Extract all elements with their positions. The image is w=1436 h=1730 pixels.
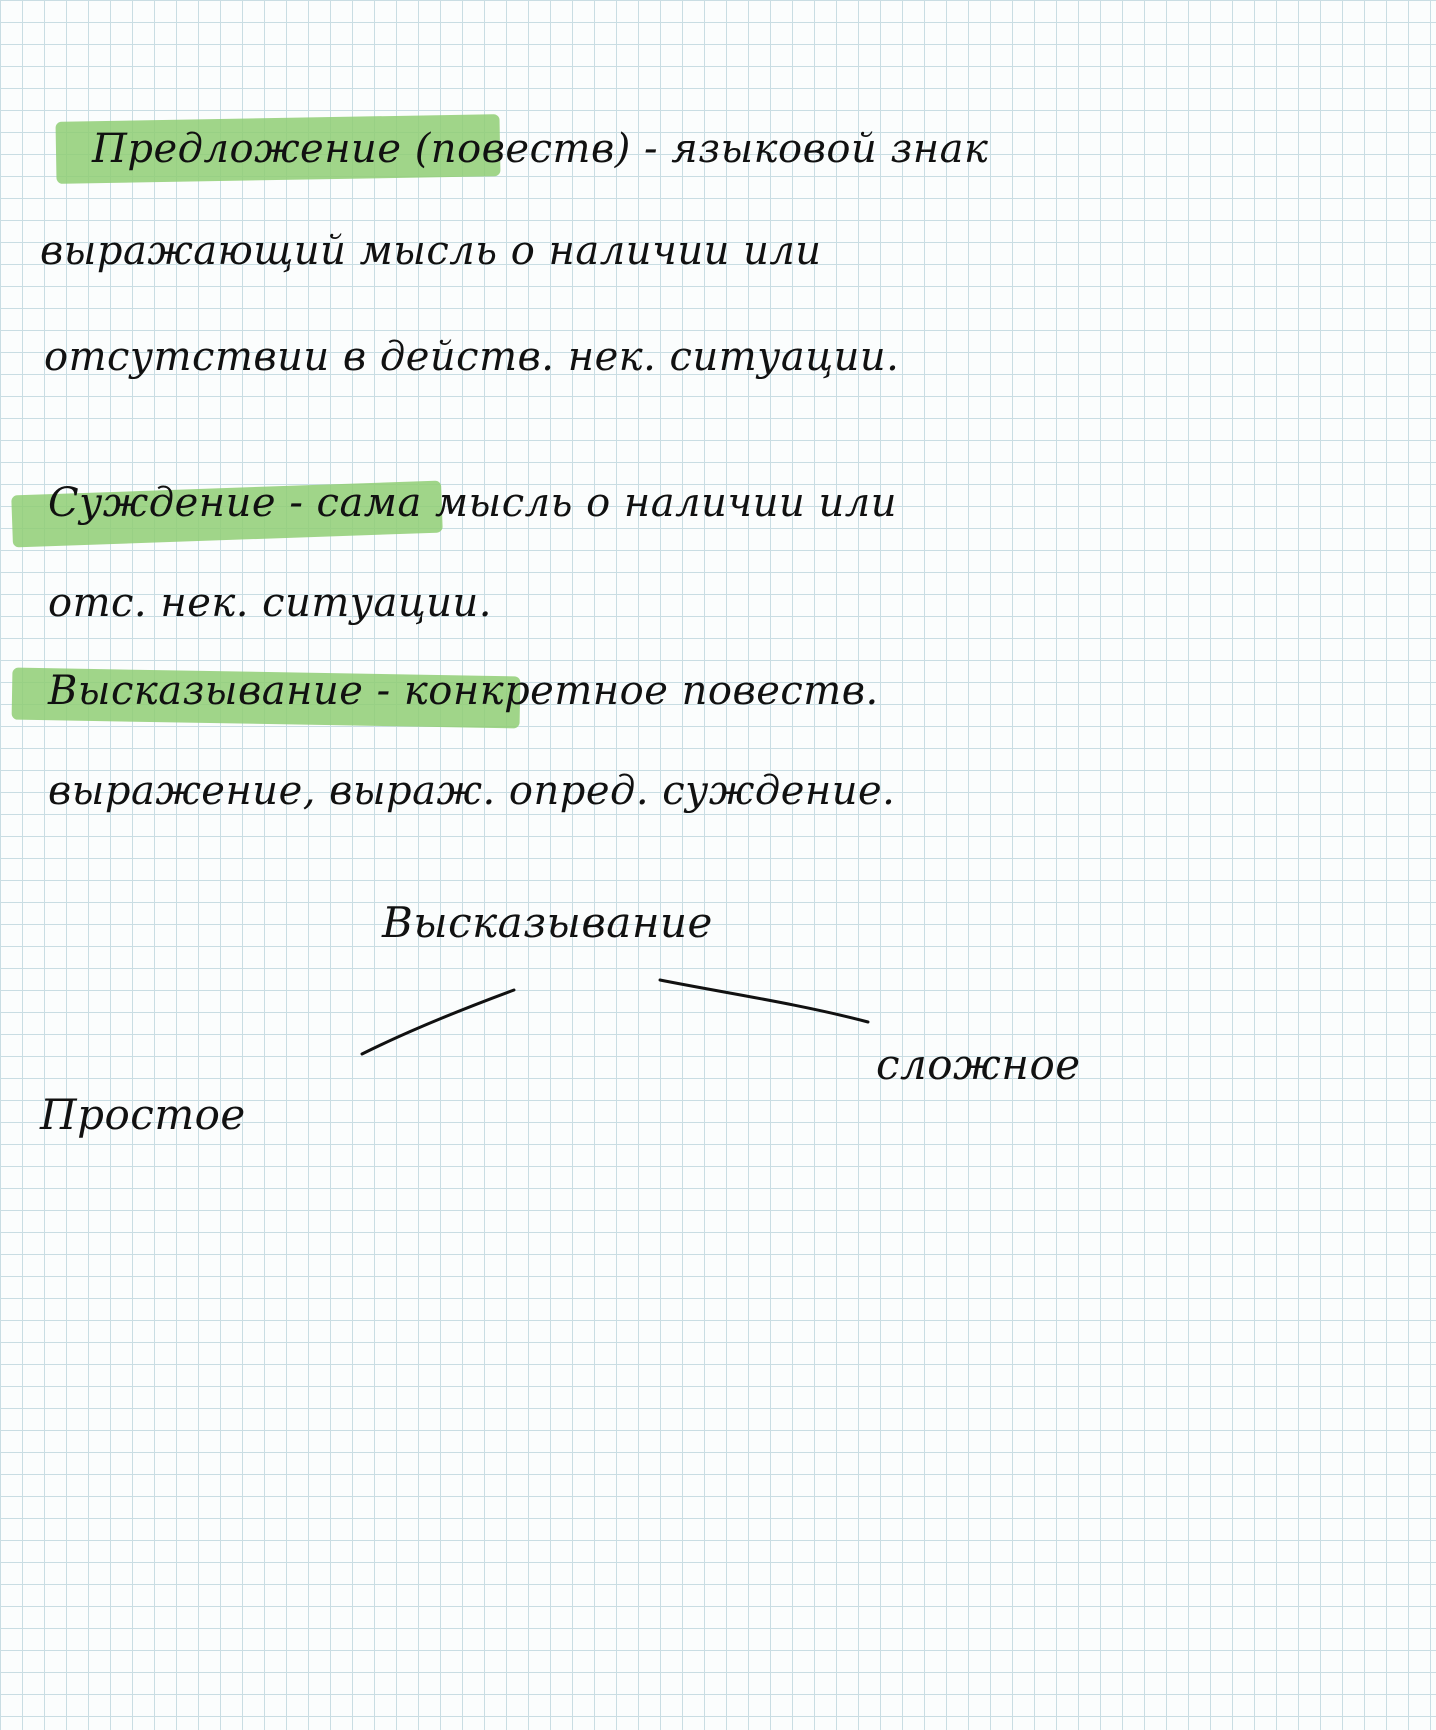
definition-line: выражение, выраж. опред. суждение. (48, 768, 896, 814)
definition-line: выражающий мысль о наличии или (40, 228, 822, 274)
definition-line: отс. нек. ситуации. (48, 580, 492, 626)
definition-line: отсутствии в действ. нек. ситуации. (44, 334, 900, 380)
note-line-5: отс. нек. ситуации. (48, 580, 492, 626)
definition-line: - сама мысль о наличии или (289, 480, 897, 526)
diagram-left-label: Простое (40, 1090, 246, 1139)
note-line-3: отсутствии в действ. нек. ситуации. (44, 334, 899, 380)
branch-right (658, 978, 870, 1024)
term-suzhdenie: Суждение (48, 480, 277, 526)
note-line-6: Высказывание - конкретное повеств. (48, 668, 879, 714)
definition-line: (повеств) - языковой знак (414, 126, 989, 172)
note-line-1: Предложение (повеств) - языковой знак (92, 126, 988, 172)
diagram-right-label: сложное (876, 1040, 1081, 1089)
term-predlozhenie: Предложение (92, 126, 402, 172)
branch-left (360, 988, 516, 1056)
definition-line: - конкретное повеств. (376, 668, 879, 714)
note-line-7: выражение, выраж. опред. суждение. (48, 768, 895, 814)
term-vyskazyvanie: Высказывание (48, 668, 364, 714)
note-line-2: выражающий мысль о наличии или (40, 228, 822, 274)
diagram-root-label: Высказывание (382, 898, 713, 947)
note-line-4: Суждение - сама мысль о наличии или (48, 480, 897, 526)
